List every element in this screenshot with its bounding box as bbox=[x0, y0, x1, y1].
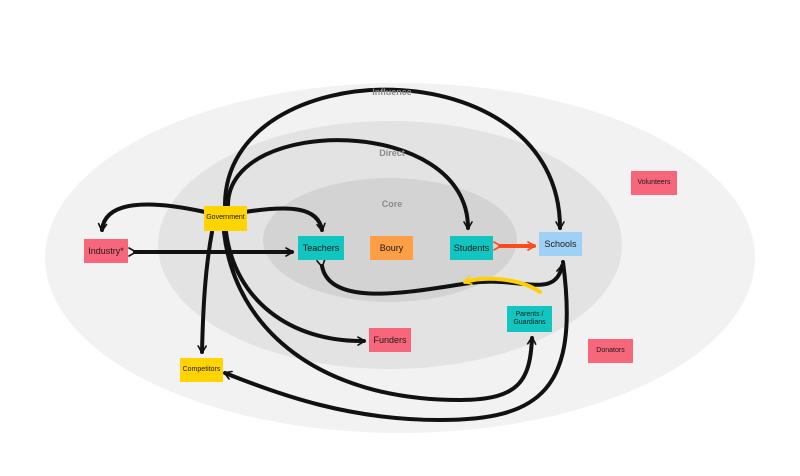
node-parents-guardians[interactable]: Parents / Guardians bbox=[507, 306, 552, 332]
node-government[interactable]: Government bbox=[204, 206, 247, 231]
arrow-government-students bbox=[226, 138, 473, 230]
node-competitors[interactable]: Competitors bbox=[180, 358, 223, 382]
arrow-schools-competitors bbox=[223, 260, 569, 422]
arrow-parents-students bbox=[463, 275, 542, 294]
ring-label-influence: Influence bbox=[372, 87, 412, 97]
node-funders[interactable]: Funders bbox=[369, 328, 411, 352]
ring-label-direct: Direct bbox=[379, 148, 405, 158]
node-teachers[interactable]: Teachers bbox=[298, 236, 344, 260]
node-boury[interactable]: Boury bbox=[370, 236, 413, 260]
arrow-government-parents bbox=[222, 230, 537, 402]
node-students[interactable]: Students bbox=[450, 236, 493, 260]
ring-label-core: Core bbox=[381, 199, 403, 209]
arrow-government-industry bbox=[97, 202, 207, 232]
node-industry[interactable]: Industry* bbox=[84, 239, 128, 263]
node-volunteers[interactable]: Volunteers bbox=[631, 171, 677, 195]
arrow-government-schools bbox=[223, 87, 565, 230]
arrow-government-teachers bbox=[243, 206, 326, 232]
arrow-government-funders bbox=[224, 230, 366, 346]
node-schools[interactable]: Schools bbox=[539, 232, 582, 256]
node-donators[interactable]: Donators bbox=[588, 339, 633, 363]
arrow-government-competitors bbox=[197, 230, 214, 354]
